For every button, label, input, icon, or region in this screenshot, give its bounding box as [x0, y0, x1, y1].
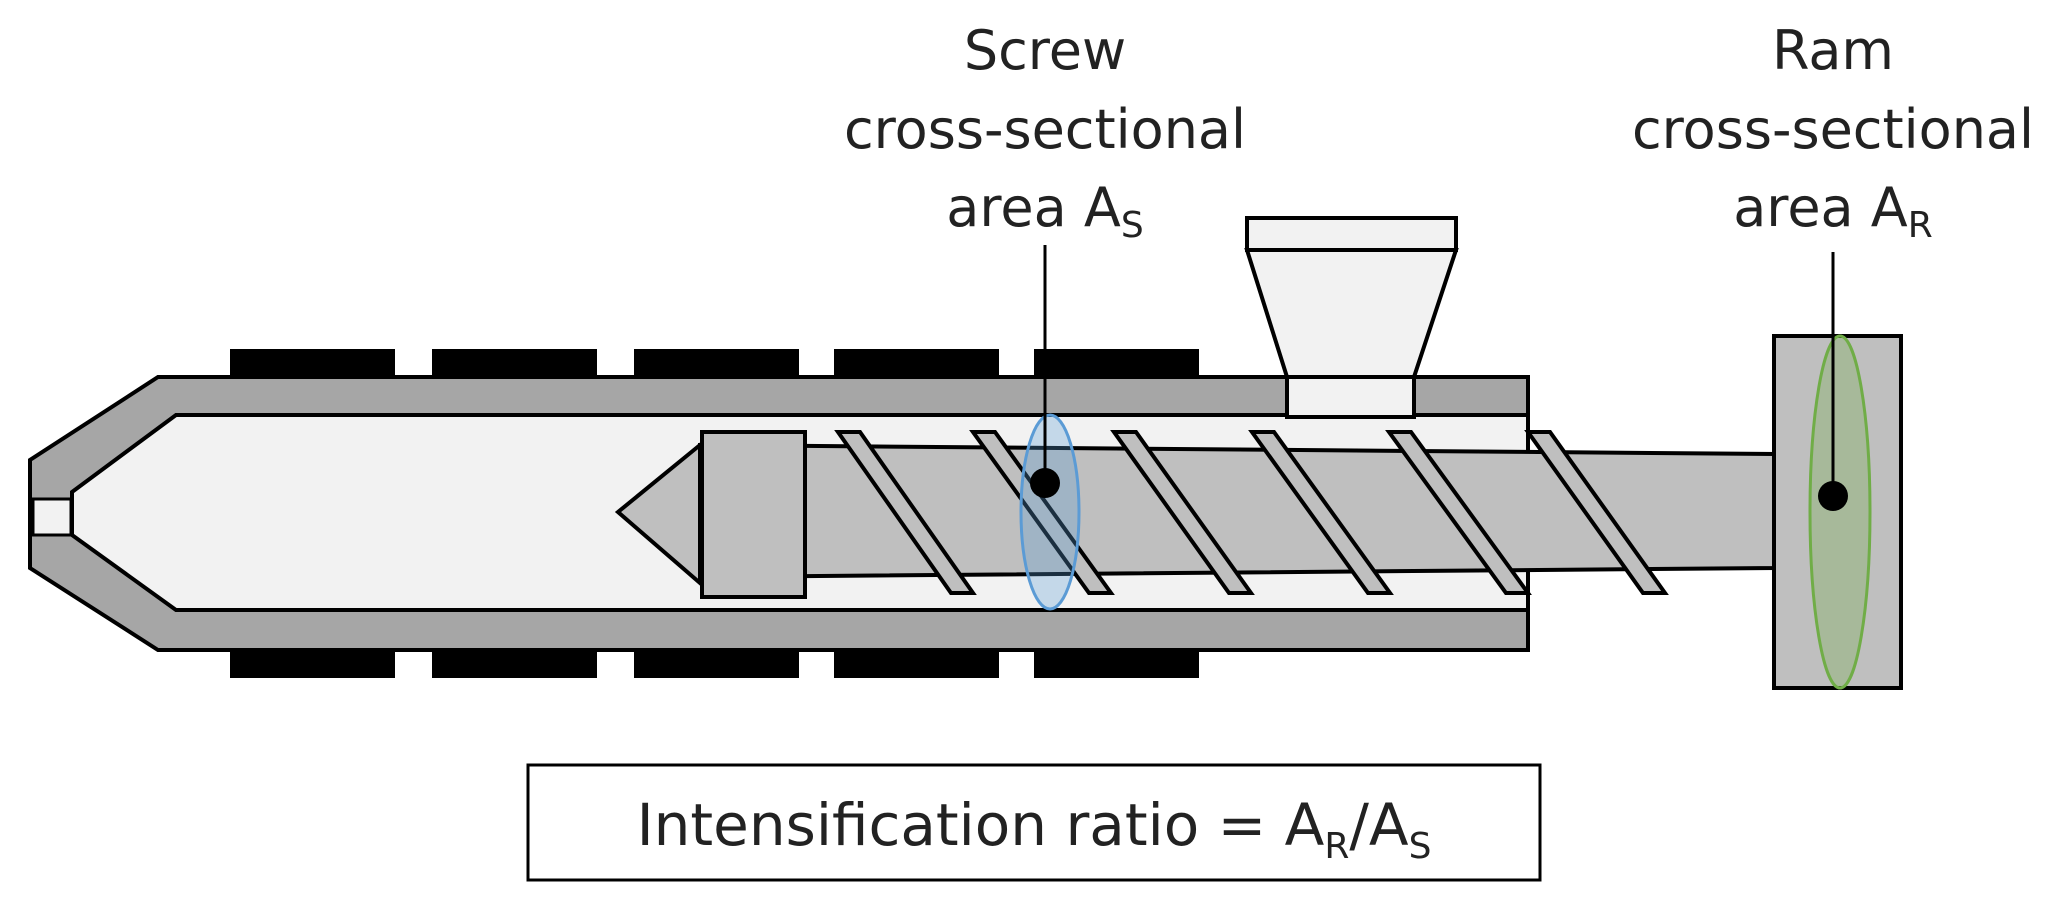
screw-flight — [1524, 430, 1669, 595]
screw-flight — [834, 430, 977, 595]
ram-label-line2: cross-sectional — [1632, 98, 2034, 161]
screw-flight — [1385, 430, 1532, 595]
screw-flight — [1248, 430, 1394, 595]
heater-band-bottom — [634, 650, 799, 678]
screw-label-line2: cross-sectional — [844, 98, 1246, 161]
heater-band-bottom — [230, 650, 395, 678]
ram-area-label: Ram cross-sectional area AR — [1632, 19, 2034, 246]
ram — [1772, 334, 1903, 690]
hopper-throat — [1285, 375, 1416, 419]
heater-band-bottom — [834, 650, 999, 678]
heater-band-bottom — [432, 650, 597, 678]
formula-frame — [526, 763, 1542, 882]
intensification-ratio-box: Intensification ratio = AR/AS — [526, 763, 1542, 882]
screw-area-label: Screw cross-sectional area AS — [844, 19, 1246, 246]
heater-band-top — [432, 349, 597, 375]
screw-flights — [834, 430, 1669, 595]
heater-band-top — [230, 349, 395, 375]
check-ring — [700, 430, 807, 599]
ram-label-line3: area AR — [1733, 176, 1933, 246]
formula-text: Intensification ratio = AR/AS — [637, 791, 1432, 867]
heater-band-top — [634, 349, 799, 375]
heater-bands — [230, 349, 1199, 678]
ram-label-line1: Ram — [1772, 19, 1894, 82]
hopper-funnel — [1244, 248, 1459, 379]
screw-flight — [1110, 430, 1255, 595]
heater-band-bottom — [1034, 650, 1199, 678]
heater-band-top — [1034, 349, 1199, 375]
screw-label-line1: Screw — [964, 19, 1126, 82]
screw-label-line3: area AS — [946, 176, 1143, 246]
screw — [614, 430, 1777, 599]
hopper-rim — [1245, 216, 1458, 252]
nozzle-orifice — [31, 497, 73, 537]
heater-band-top — [834, 349, 999, 375]
ram-leader-dot — [1818, 481, 1848, 511]
screw-leader-dot — [1030, 468, 1060, 498]
ram-cross-section-ellipse — [1808, 334, 1872, 690]
hopper — [1244, 216, 1459, 419]
screw-cross-section-ellipse — [1019, 413, 1081, 611]
